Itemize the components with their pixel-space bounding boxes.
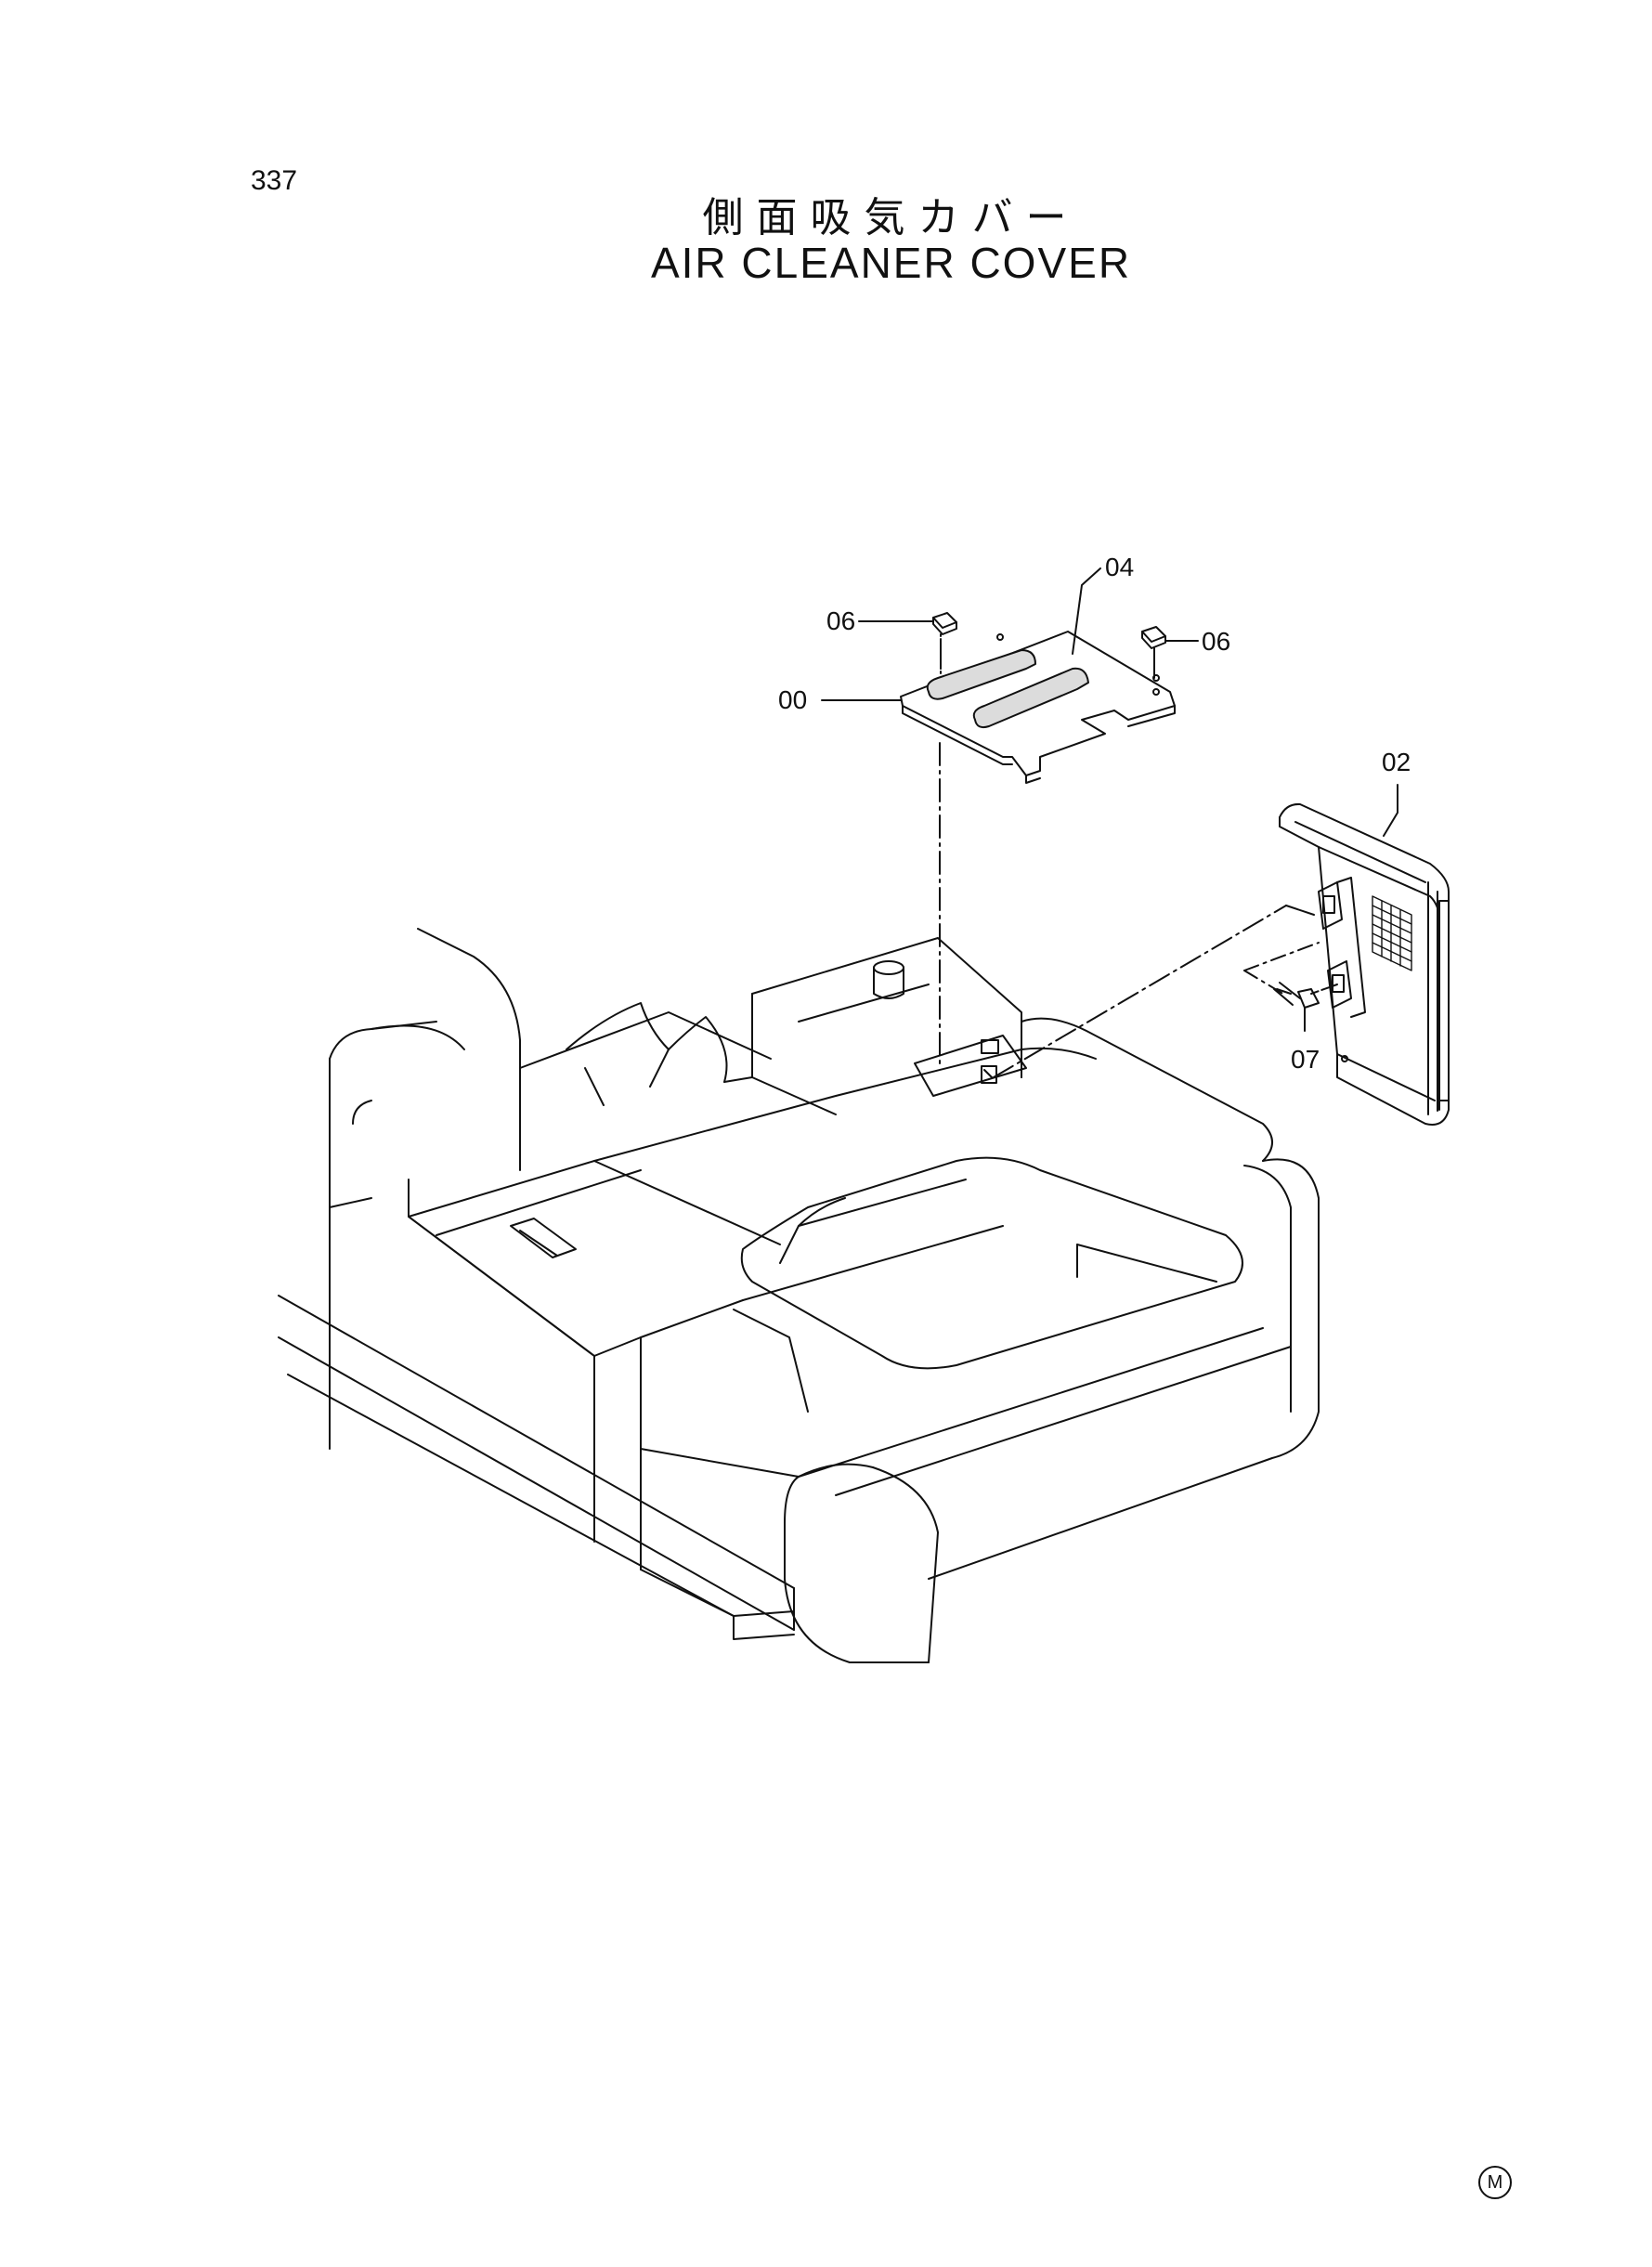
bolt-right [1141,626,1166,679]
title-english: AIR CLEANER COVER [650,239,1132,287]
callout-06-right: 06 [1202,627,1230,656]
top-cover-plate [900,631,1176,784]
title-japanese: 側面吸気カバー [702,194,1080,241]
callout-07: 07 [1291,1045,1320,1074]
machine-body [278,928,1320,1663]
callout-04: 04 [1105,553,1134,581]
callout-00: 00 [778,685,807,714]
manufacturer-mark: M [1478,2166,1512,2199]
side-cover-panel [1279,802,1450,1126]
callout-06-left: 06 [826,606,855,635]
bolt-left [932,612,957,674]
callout-02: 02 [1382,748,1411,776]
bolt-07 [1273,982,1320,1032]
page-number: 337 [251,165,298,196]
